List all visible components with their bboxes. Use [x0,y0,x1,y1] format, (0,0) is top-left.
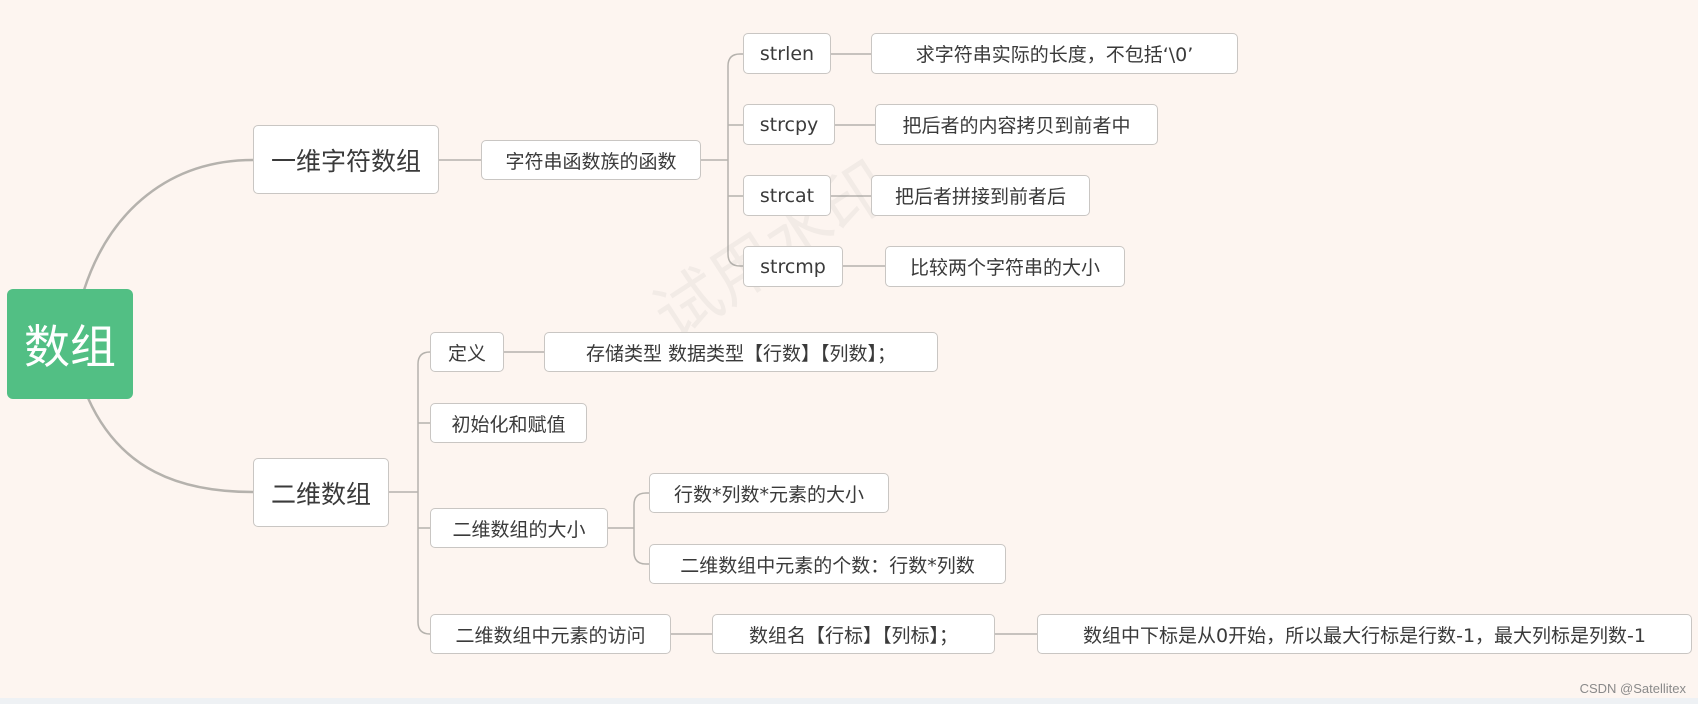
node-access-syntax[interactable]: 数组名【行标】【列标】； [712,614,995,654]
node-definition[interactable]: 定义 [430,332,504,372]
connector-size-top [633,492,649,506]
connector-two-d-bracket-bottom [417,621,431,635]
node-string-functions[interactable]: 字符串函数族的函数 [481,140,701,180]
node-desc-strcat[interactable]: 把后者拼接到前者后 [871,175,1090,216]
node-element-access[interactable]: 二维数组中元素的访问 [430,614,671,654]
node-func-strcmp[interactable]: strcmp [743,246,843,287]
root-node[interactable]: 数组 [7,289,133,399]
connector-bracket-top [727,53,743,67]
connector-root-to-two-d [86,397,254,494]
bottom-strip [0,698,1698,704]
node-func-strcpy[interactable]: strcpy [743,104,835,145]
node-func-strlen[interactable]: strlen [743,33,831,74]
node-init-assign[interactable]: 初始化和赋值 [430,403,587,443]
node-two-d-array[interactable]: 二维数组 [253,458,389,527]
connector-two-d-bracket-top [417,351,431,365]
node-definition-detail[interactable]: 存储类型 数据类型【行数】【列数】； [544,332,938,372]
connector-size-bottom [633,551,649,565]
node-func-strcat[interactable]: strcat [743,175,831,216]
node-size-count[interactable]: 二维数组中元素的个数：行数*列数 [649,544,1006,584]
node-array-size[interactable]: 二维数组的大小 [430,508,608,548]
node-desc-strcmp[interactable]: 比较两个字符串的大小 [885,246,1125,287]
csdn-credit: CSDN @Satellitex [1579,681,1686,696]
node-desc-strlen[interactable]: 求字符串实际的长度，不包括‘\0’ [871,33,1238,74]
node-one-d-char-array[interactable]: 一维字符数组 [253,125,439,194]
node-size-bytes[interactable]: 行数*列数*元素的大小 [649,473,889,513]
connector-bracket-bottom [727,253,743,267]
node-desc-strcpy[interactable]: 把后者的内容拷贝到前者中 [875,104,1158,145]
connector-root-to-one-d [82,158,254,291]
node-access-note[interactable]: 数组中下标是从0开始，所以最大行标是行数-1，最大列标是列数-1 [1037,614,1692,654]
